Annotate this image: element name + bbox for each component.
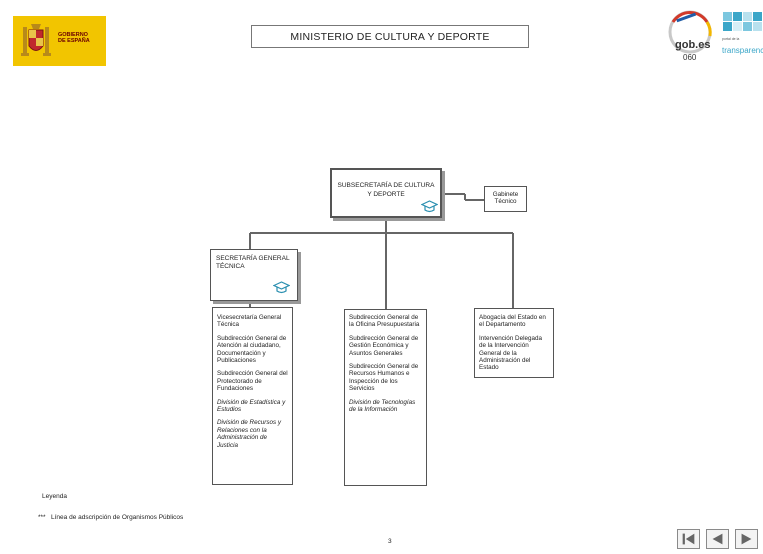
legend-marker: ***	[38, 514, 46, 521]
transparency-text: transparencia	[722, 46, 763, 55]
subsecretaria-units-box: Subdirección General de la Oficina Presu…	[344, 309, 427, 486]
unit-item: Abogacía del Estado en el Departamento	[479, 314, 546, 329]
unit-item: Subdirección General del Protectorado de…	[217, 370, 288, 393]
unit-item: Subdirección General de Gestión Económic…	[349, 334, 419, 357]
legend-text: Línea de adscripción de Organismos Públi…	[51, 514, 184, 521]
page-number: 3	[388, 538, 392, 545]
secretaria-label: SECRETARÍA GENERAL TÉCNICA	[216, 255, 290, 270]
unit-item: División de Estadística y Estudios	[217, 398, 286, 414]
government-logo: GOBIERNO DE ESPAÑA	[13, 16, 106, 66]
subsecretaria-label: SUBSECRETARÍA DE CULTURA Y DEPORTE	[337, 182, 435, 198]
abogacia-intervencion-box: Abogacía del Estado en el Departamento I…	[474, 308, 554, 378]
unit-item: Subdirección General de la Oficina Presu…	[349, 314, 420, 329]
next-page-button[interactable]	[735, 529, 758, 549]
page-title: MINISTERIO DE CULTURA Y DEPORTE	[251, 25, 529, 48]
government-line-2: DE ESPAÑA	[58, 38, 90, 44]
unit-item: División de Tecnologías de la Informació…	[349, 398, 416, 414]
gabinete-tecnico-box: Gabinete Técnico	[484, 186, 527, 212]
gabinete-tecnico-label: Gabinete Técnico	[492, 191, 519, 206]
mortarboard-icon	[421, 200, 438, 213]
government-label: GOBIERNO DE ESPAÑA	[58, 32, 90, 44]
unit-item: Intervención Delegada de la Intervención…	[479, 334, 543, 372]
first-page-button[interactable]	[677, 529, 700, 549]
secretaria-units-box: Vicesecretaría General Técnica Subdirecc…	[212, 307, 293, 485]
gob-es-logo: gob.es 060	[661, 10, 719, 65]
previous-page-button[interactable]	[706, 529, 729, 549]
previous-page-icon	[712, 533, 723, 545]
secretaria-general-tecnica-box: SECRETARÍA GENERAL TÉCNICA	[210, 249, 298, 301]
next-page-icon	[741, 533, 752, 545]
mortarboard-icon	[273, 281, 290, 294]
unit-item: Vicesecretaría General Técnica	[217, 314, 282, 329]
coat-of-arms-icon	[21, 24, 51, 56]
gob-es-number: 060	[683, 53, 697, 62]
unit-item: División de Recursos y Relaciones con la…	[217, 419, 282, 449]
gob-es-text: gob.es	[675, 39, 711, 51]
transparency-subtitle: portal de la	[722, 37, 740, 41]
legend-entry: *** Línea de adscripción de Organismos P…	[38, 514, 183, 521]
legend-title: Leyenda	[42, 493, 67, 500]
transparency-portal-logo: portal de la transparencia	[721, 10, 763, 65]
first-page-icon	[682, 533, 695, 545]
unit-item: Subdirección General de Atención al ciud…	[217, 334, 287, 365]
unit-item: Subdirección General de Recursos Humanos…	[349, 363, 419, 393]
subsecretaria-box: SUBSECRETARÍA DE CULTURA Y DEPORTE	[330, 168, 442, 218]
government-line-1: GOBIERNO	[58, 32, 88, 38]
